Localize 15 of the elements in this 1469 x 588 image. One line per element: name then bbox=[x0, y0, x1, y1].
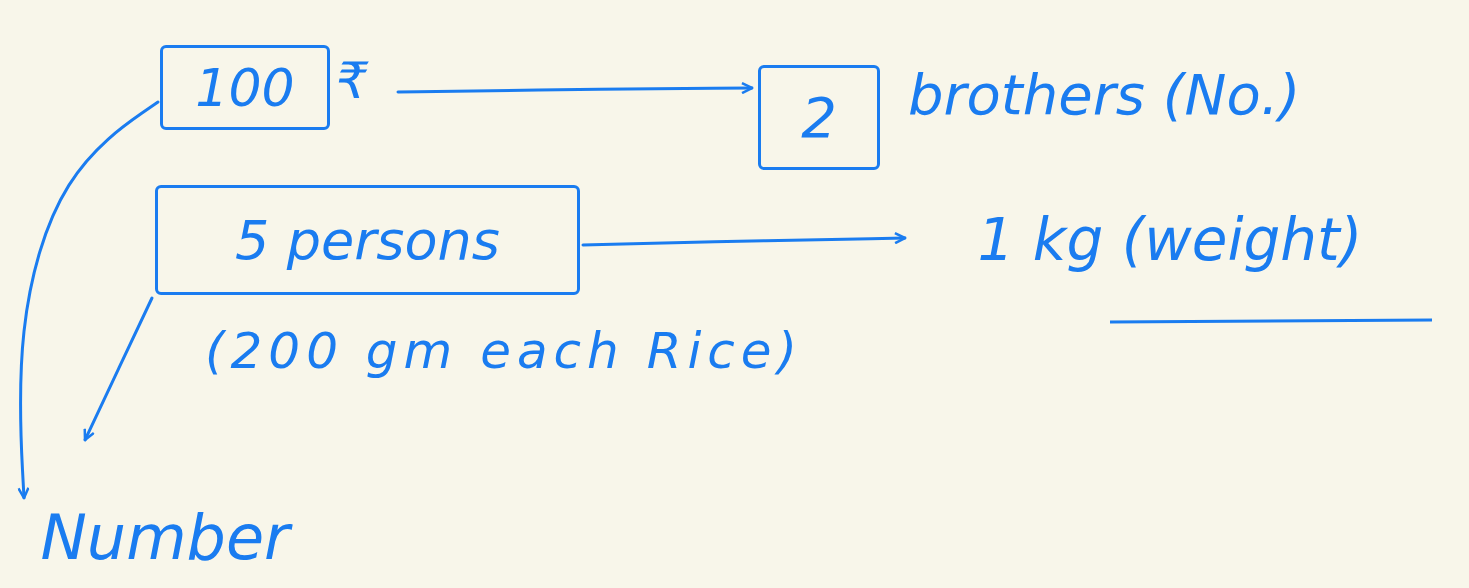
box-text: 2 bbox=[801, 85, 837, 150]
box-text: 100 bbox=[195, 57, 295, 118]
arrow bbox=[83, 296, 154, 442]
box-text: 5 persons bbox=[235, 208, 500, 272]
number-text: Number bbox=[15, 495, 315, 580]
arrow bbox=[581, 231, 907, 247]
side-text: ₹ bbox=[336, 52, 368, 110]
arrow bbox=[17, 100, 160, 500]
count-box bbox=[758, 65, 880, 170]
amount-box bbox=[160, 45, 330, 130]
arrow bbox=[396, 81, 754, 95]
note-text: (200 gm each Rice) bbox=[205, 322, 804, 380]
side-text: brothers (No.) bbox=[908, 62, 1301, 127]
weight-text: 1 kg (weight) bbox=[910, 190, 1430, 290]
persons-box bbox=[155, 185, 580, 295]
